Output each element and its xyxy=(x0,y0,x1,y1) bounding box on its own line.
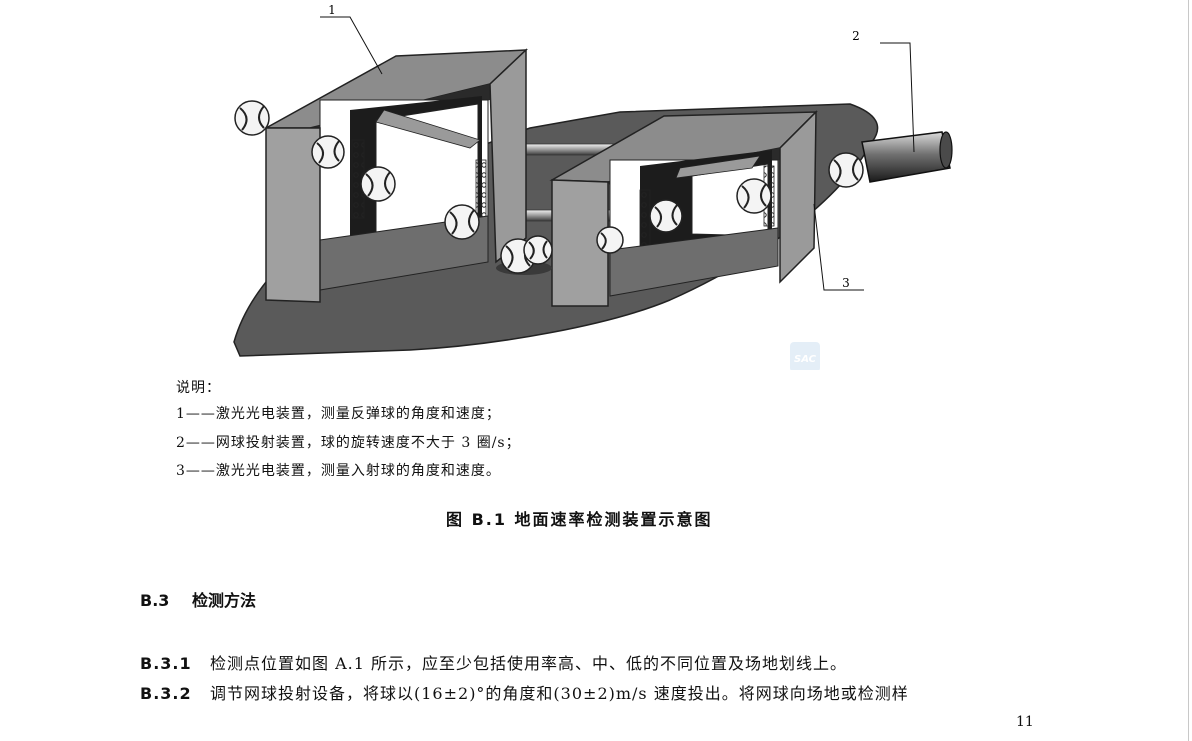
paragraph-number: B.3.2 xyxy=(140,684,192,703)
callout-leaders xyxy=(320,16,915,291)
paragraph-text: 检测点位置如图 A.1 所示，应至少包括使用率高、中、低的不同位置及场地划线上。 xyxy=(210,654,847,673)
paragraph-text: 调节网球投射设备，将球以(16±2)°的角度和(30±2)m/s 速度投出。将网… xyxy=(210,684,909,703)
page-edge-rule xyxy=(1188,0,1189,741)
tennis-balls xyxy=(234,100,864,275)
section-heading: B.3 检测方法 xyxy=(140,587,256,611)
legend-heading: 说明： xyxy=(176,380,221,396)
ball-launcher xyxy=(861,131,953,183)
callout-2: 2 xyxy=(852,29,860,43)
section-title: 检测方法 xyxy=(192,591,257,610)
figure-caption: 图 B.1 地面速率检测装置示意图 xyxy=(446,510,713,529)
page-number: 11 xyxy=(1016,714,1034,730)
legend-item-3: 3——激光光电装置，测量入射球的角度和速度。 xyxy=(176,463,501,479)
incident-sensor-frame xyxy=(549,110,818,307)
svg-text:SAC: SAC xyxy=(794,354,817,365)
legend-item-1: 1——激光光电装置，测量反弹球的角度和速度； xyxy=(176,406,501,422)
legend-item-2: 2——网球投射装置，球的旋转速度不大于 3 圈/s； xyxy=(176,435,521,451)
paragraph-number: B.3.1 xyxy=(140,654,192,673)
paragraph-b-3-1: B.3.1 检测点位置如图 A.1 所示，应至少包括使用率高、中、低的不同位置及场… xyxy=(140,650,847,674)
apparatus-illustration: 1 2 3 SAC xyxy=(233,3,953,370)
callout-3: 3 xyxy=(842,276,850,290)
callout-1: 1 xyxy=(328,3,336,17)
sac-watermark: SAC xyxy=(790,342,820,370)
section-number: B.3 xyxy=(140,591,170,610)
paragraph-b-3-2: B.3.2 调节网球投射设备，将球以(16±2)°的角度和(30±2)m/s 速度… xyxy=(140,680,909,704)
